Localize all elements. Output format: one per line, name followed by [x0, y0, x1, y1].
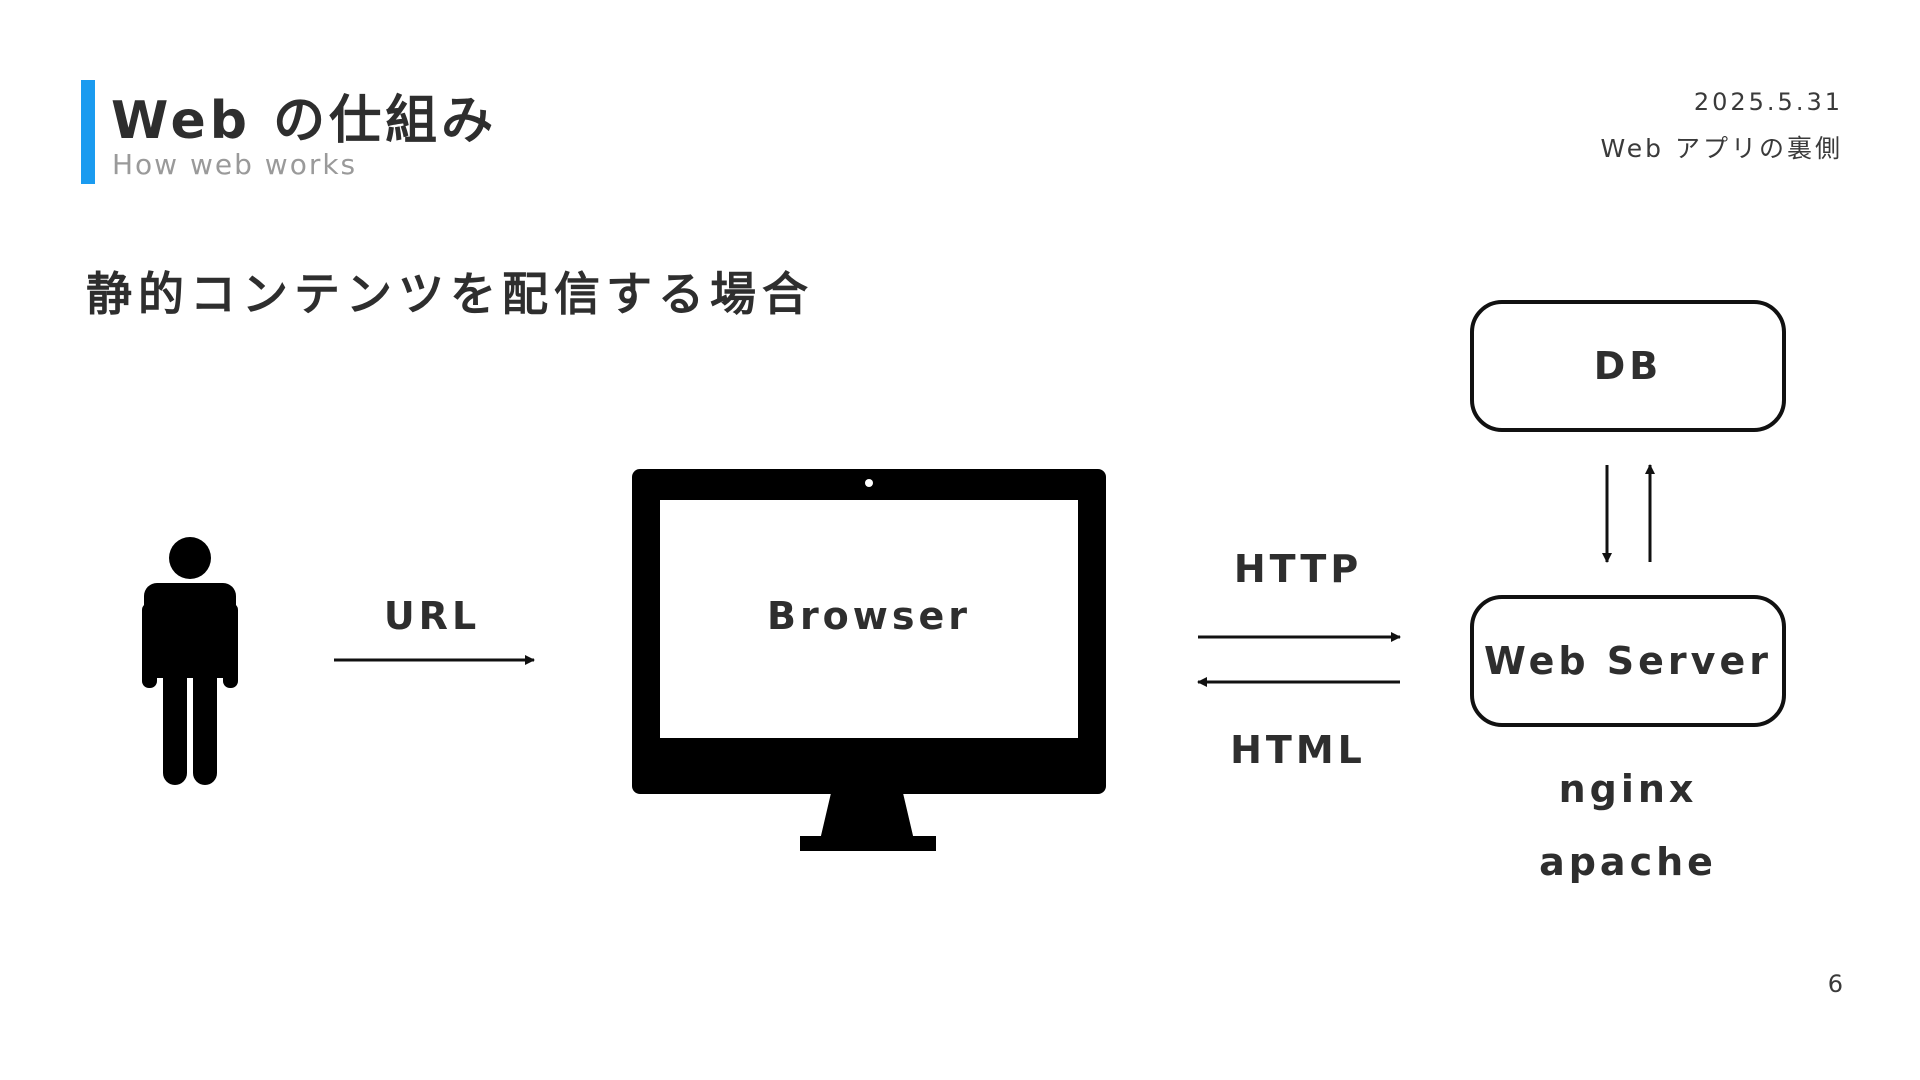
- title-accent-bar: [81, 80, 95, 184]
- web-server-box: [1470, 595, 1786, 727]
- page-number: 6: [1827, 970, 1843, 998]
- web-server-label: Web Server: [1484, 639, 1772, 683]
- server-example-nginx: nginx: [1558, 767, 1698, 811]
- deck-title: Web アプリの裏側: [1600, 134, 1843, 163]
- db-box: [1470, 300, 1786, 432]
- server-example-apache: apache: [1539, 840, 1717, 884]
- url-label: URL: [383, 594, 481, 638]
- section-heading: 静的コンテンツを配信する場合: [86, 267, 814, 321]
- slide-date: 2025.5.31: [1693, 88, 1843, 116]
- html-label: HTML: [1230, 728, 1366, 772]
- browser-label: Browser: [766, 594, 972, 638]
- person-icon: [142, 537, 238, 785]
- slide-subtitle: How web works: [112, 148, 358, 181]
- slide-title: Web の仕組み: [111, 91, 498, 151]
- http-label: HTTP: [1233, 547, 1363, 591]
- db-label: DB: [1593, 344, 1663, 388]
- monitor-icon: [632, 469, 1106, 851]
